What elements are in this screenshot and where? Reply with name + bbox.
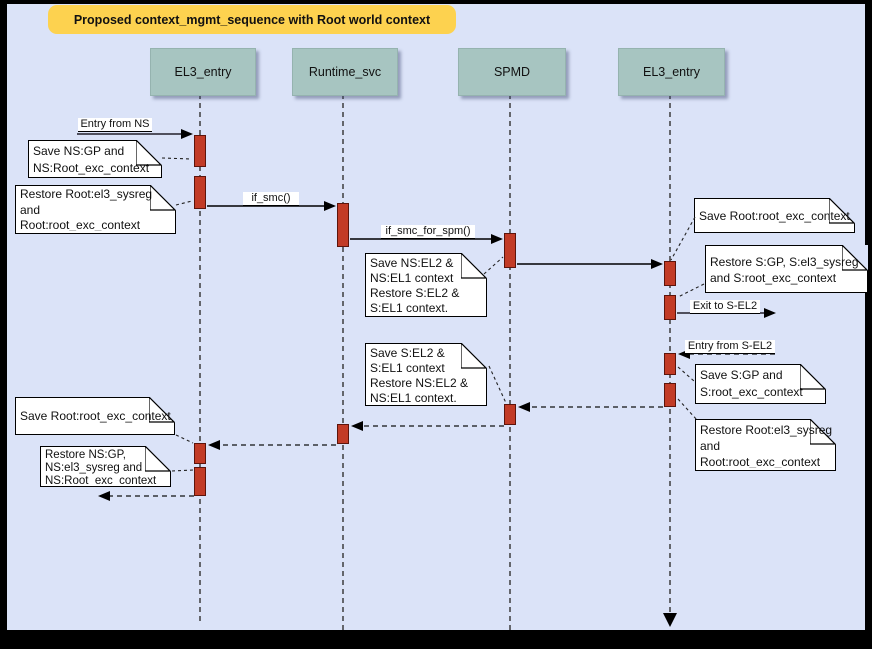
message-label-exit-to-s-el2: Exit to S-EL2 bbox=[690, 300, 760, 314]
activation-el3l-3 bbox=[194, 443, 206, 464]
note-fold-icon bbox=[461, 253, 487, 279]
activation-el3r-2 bbox=[664, 295, 676, 320]
actor-el3-entry-right: EL3_entry bbox=[618, 48, 725, 96]
note-save-s-gp: Save S:GP and S:root_exc_context bbox=[695, 364, 826, 404]
note-text: Restore Root:el3_sysreg and Root:root_ex… bbox=[700, 423, 833, 468]
lifeline-end-arrow-icon bbox=[663, 613, 677, 627]
note-save-root-exc-right: Save Root:root_exc_context bbox=[694, 198, 855, 233]
note-restore-root-right: Restore Root:el3_sysreg and Root:root_ex… bbox=[695, 419, 836, 471]
note-text: Restore Root:el3_sysreg and Root:root_ex… bbox=[20, 187, 153, 231]
note-restore-ns-gp: Restore NS:GP, NS:el3_sysreg and NS:Root… bbox=[40, 446, 171, 487]
actor-runtime-svc: Runtime_svc bbox=[292, 48, 398, 96]
note-fold-icon bbox=[800, 364, 826, 390]
note-fold-icon bbox=[149, 397, 175, 423]
note-text: Save Root:root_exc_context bbox=[20, 409, 171, 423]
note-text: Restore NS:GP, NS:el3_sysreg and NS:Root… bbox=[45, 449, 157, 484]
note-text: Save NS:EL2 & NS:EL1 context Restore S:E… bbox=[370, 256, 460, 314]
note-fold-icon bbox=[842, 245, 868, 271]
note-fold-icon bbox=[136, 140, 162, 166]
activation-el3r-4 bbox=[664, 383, 676, 407]
note-save-ns-el2: Save NS:EL2 & NS:EL1 context Restore S:E… bbox=[365, 253, 487, 317]
note-save-s-el2: Save S:EL2 & S:EL1 context Restore NS:EL… bbox=[365, 343, 487, 406]
note-text: Save Root:root_exc_context bbox=[699, 209, 850, 223]
actor-label: EL3_entry bbox=[174, 65, 232, 79]
activation-runtime-2 bbox=[337, 424, 349, 444]
note-restore-root-left: Restore Root:el3_sysreg and Root:root_ex… bbox=[15, 185, 176, 234]
actor-label: Runtime_svc bbox=[308, 65, 382, 79]
note-fold-icon bbox=[810, 419, 836, 445]
activation-runtime-1 bbox=[337, 203, 349, 247]
note-save-root-exc-left: Save Root:root_exc_context bbox=[15, 397, 175, 435]
note-fold-icon bbox=[150, 185, 176, 211]
activation-el3r-1 bbox=[664, 261, 676, 286]
activation-el3l-4 bbox=[194, 467, 206, 496]
activation-el3l-2 bbox=[194, 176, 206, 209]
note-text: Restore S:GP, S:el3_sysreg and S:root_ex… bbox=[710, 255, 859, 285]
message-label-entry-from-s-el2: Entry from S-EL2 bbox=[685, 340, 775, 354]
note-text: Save NS:GP and NS:Root_exc_context bbox=[33, 144, 150, 175]
note-fold-icon bbox=[145, 446, 171, 472]
note-text: Save S:EL2 & S:EL1 context Restore NS:EL… bbox=[370, 346, 469, 403]
diagram-title: Proposed context_mgmt_sequence with Root… bbox=[48, 5, 456, 34]
actor-label: EL3_entry bbox=[643, 65, 700, 79]
message-label-if-smc: if_smc() bbox=[243, 192, 299, 206]
note-text: Save S:GP and S:root_exc_context bbox=[700, 368, 803, 399]
activation-el3l-1 bbox=[194, 135, 206, 167]
note-fold-icon bbox=[461, 343, 487, 369]
note-restore-s-gp: Restore S:GP, S:el3_sysreg and S:root_ex… bbox=[705, 245, 868, 293]
actor-el3-entry-left: EL3_entry bbox=[150, 48, 256, 96]
note-save-ns-gp: Save NS:GP and NS:Root_exc_context bbox=[28, 140, 162, 178]
message-label-entry-from-ns: Entry from NS bbox=[78, 118, 152, 132]
message-label-if-smc-for-spm: if_smc_for_spm() bbox=[381, 225, 475, 239]
activation-spmd-2 bbox=[504, 404, 516, 425]
note-fold-icon bbox=[829, 198, 855, 224]
activation-el3r-3 bbox=[664, 353, 676, 375]
diagram-background bbox=[7, 4, 865, 630]
actor-spmd: SPMD bbox=[458, 48, 566, 96]
activation-spmd-1 bbox=[504, 233, 516, 268]
actor-label: SPMD bbox=[493, 65, 531, 79]
